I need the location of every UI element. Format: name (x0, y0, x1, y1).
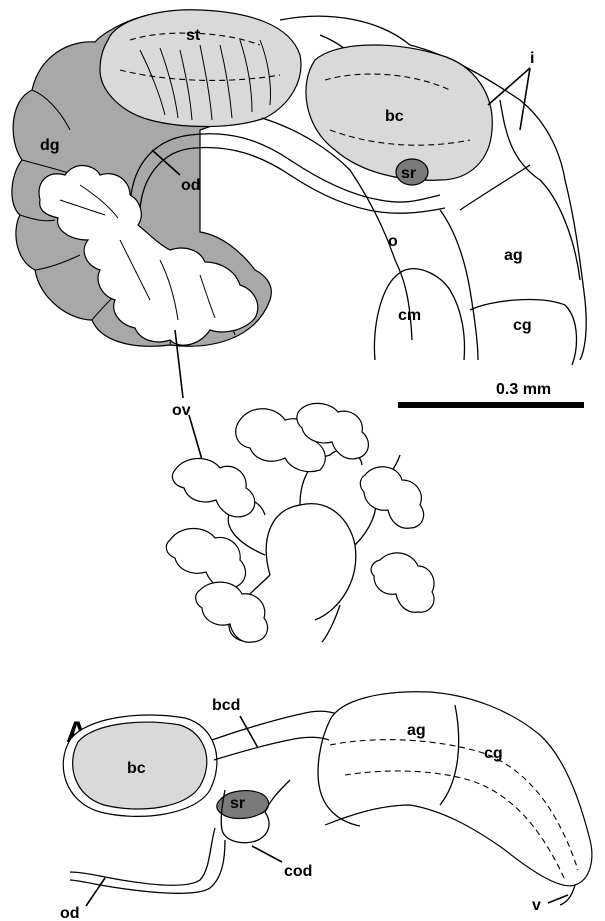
label-i: i (530, 50, 534, 67)
leader-i-2 (520, 68, 530, 130)
label-ov: ov (172, 402, 191, 419)
panel-a-label-v: v (532, 897, 541, 914)
panel-a-label-bcd: bcd (212, 697, 240, 714)
panel-a-label-bc: bc (127, 760, 146, 777)
panel-a-label-ag: ag (407, 722, 426, 739)
scale-bar-label: 0.3 mm (496, 381, 551, 398)
panel-a-bursa-duct (212, 711, 345, 740)
scale-bar: 0.3 mm (398, 381, 584, 408)
panel-a-label-cg: cg (484, 745, 503, 762)
scale-bar-line (398, 402, 584, 408)
panel-a-label-cod: cod (284, 863, 312, 880)
top-drawing: st dg od bc sr i o ag cm cg ov (12, 10, 586, 470)
ovotestis-detail (166, 403, 434, 642)
label-bc: bc (385, 108, 404, 125)
label-od: od (181, 177, 201, 194)
label-cg: cg (513, 317, 532, 334)
panel-a-leader-bcd (240, 716, 258, 748)
label-sr: sr (401, 165, 416, 182)
stomach (100, 10, 301, 127)
label-cm: cm (398, 307, 421, 324)
leader-i-1 (488, 68, 530, 105)
panel-a-leader-cod (252, 846, 282, 862)
panel-a: A bcd bc sr ag cg cod od v (60, 692, 592, 921)
label-o: o (388, 233, 398, 250)
label-st: st (186, 27, 201, 44)
panel-a-label-sr: sr (230, 795, 245, 812)
label-dg: dg (40, 137, 60, 154)
panel-a-ag-cg (325, 692, 592, 886)
panel-a-label-od: od (60, 905, 80, 921)
label-ag: ag (504, 247, 523, 264)
